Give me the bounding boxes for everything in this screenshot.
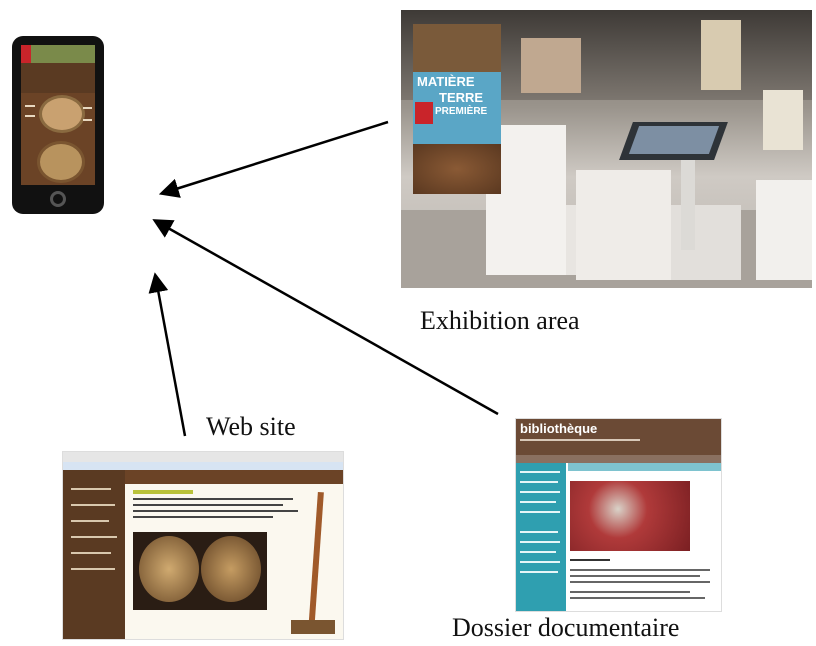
poster-line-1: MATIÈRE: [417, 74, 475, 89]
poster-line-2: TERRE: [439, 90, 484, 105]
exhibition-area-label: Exhibition area: [420, 306, 580, 335]
exhibition-photo: MATIÈRE TERRE PREMIÈRE: [401, 10, 812, 288]
dossier-screenshot: bibliothèque: [515, 418, 722, 612]
website-screenshot: [62, 451, 344, 640]
poster-line-3: PREMIÈRE: [435, 106, 488, 117]
arrow-website-to-phone: [148, 272, 187, 437]
dossier-documentaire-label: Dossier documentaire: [452, 613, 680, 642]
arrow-exhibition-to-phone: [158, 120, 389, 198]
dossier-title: bibliothèque: [520, 421, 598, 436]
web-site-label: Web site: [206, 412, 296, 441]
arrow-dossier-to-phone: [152, 219, 499, 416]
home-button-icon: [50, 191, 66, 207]
exhibition-poster: MATIÈRE TERRE PREMIÈRE: [413, 24, 501, 194]
site-sidebar: [63, 470, 125, 639]
phone-screen: [21, 45, 95, 185]
smartphone: [12, 36, 104, 214]
dossier-sidebar: [516, 463, 566, 611]
